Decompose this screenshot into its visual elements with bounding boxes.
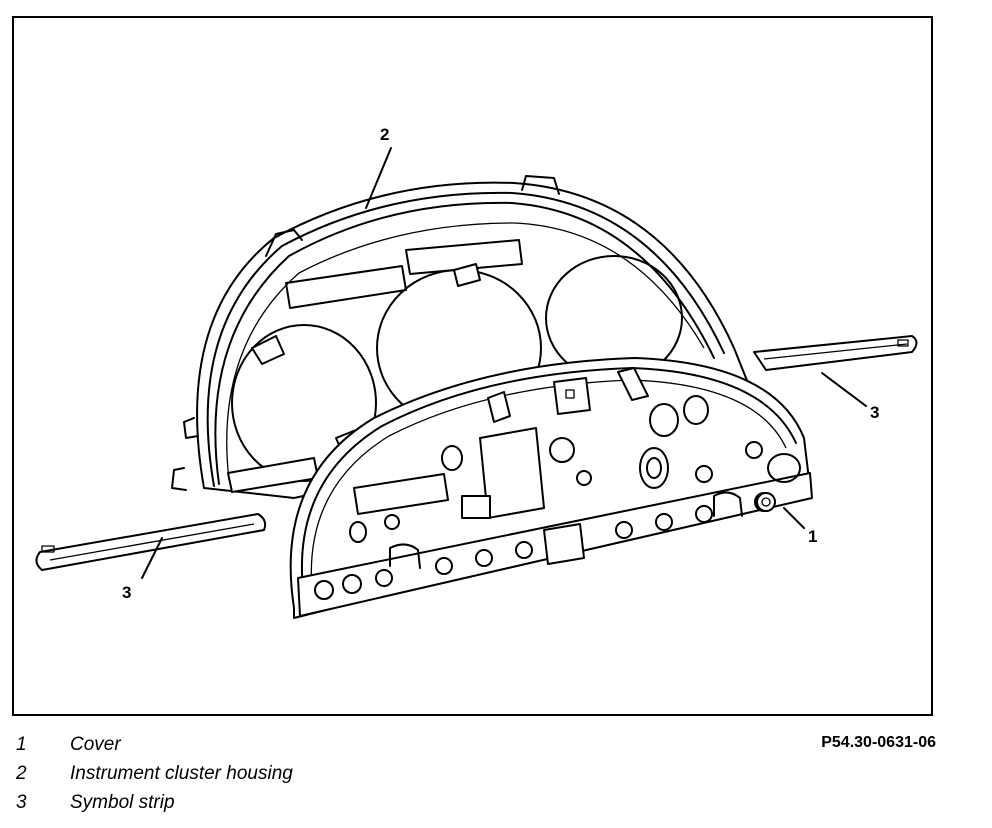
figure-reference: P54.30-0631-06	[821, 734, 936, 751]
cover-window-left	[353, 473, 449, 515]
cover-connector-plate	[479, 427, 545, 519]
cluster-cover	[289, 357, 813, 619]
housing-window-left	[285, 265, 407, 309]
legend-number: 2	[16, 763, 27, 784]
legend-label: Cover	[70, 734, 121, 755]
cover-screw-holes	[314, 492, 774, 600]
legend-item-1: 1 Cover	[16, 734, 121, 756]
legend-label: Symbol strip	[70, 792, 175, 813]
callout-2: 2	[380, 125, 390, 144]
callout-1: 1	[808, 527, 818, 546]
legend-number: 1	[16, 734, 27, 755]
callout-3-right: 3	[870, 403, 880, 422]
housing-window-right	[405, 239, 523, 275]
symbol-strip-right	[753, 335, 918, 371]
legend-label: Instrument cluster housing	[70, 763, 293, 784]
symbol-strip-left	[35, 513, 267, 571]
illustration-frame: 2 3 1 3	[12, 16, 933, 716]
legend-number: 3	[16, 792, 27, 813]
legend-item-3: 3 Symbol strip	[16, 792, 175, 814]
legend-item-2: 2 Instrument cluster housing	[16, 763, 293, 785]
exploded-view-illustration	[35, 147, 918, 619]
callout-3-left: 3	[122, 583, 132, 602]
leader-lines	[141, 147, 867, 579]
instrument-cluster-housing	[171, 175, 755, 499]
